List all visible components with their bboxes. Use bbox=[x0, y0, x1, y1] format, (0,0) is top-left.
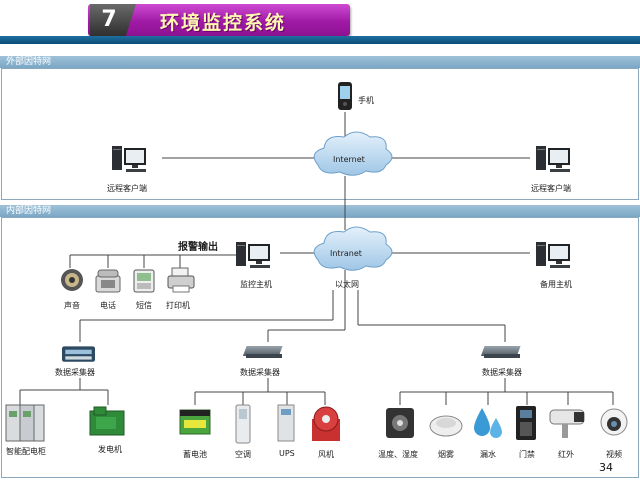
data-collector-2-icon bbox=[242, 346, 283, 358]
speaker-icon bbox=[61, 269, 83, 291]
collector-label: 数据采集器 bbox=[55, 368, 95, 377]
device-label: 风机 bbox=[318, 450, 334, 459]
internet-label: Internet bbox=[333, 155, 365, 164]
zone-internal-header: 内部因特网 bbox=[0, 205, 640, 217]
alarm-device-label: 电话 bbox=[100, 301, 116, 310]
ups-icon bbox=[277, 404, 295, 442]
alarm-device-label: 声音 bbox=[64, 301, 80, 310]
alarm-device-label: 打印机 bbox=[166, 301, 190, 310]
device-label: 空调 bbox=[235, 450, 251, 459]
telephone-icon bbox=[95, 269, 121, 293]
distribution-cabinet-icon bbox=[5, 404, 45, 442]
device-label: 蓄电池 bbox=[183, 450, 207, 459]
intranet-cloud bbox=[313, 226, 393, 271]
temperature-humidity-sensor-icon bbox=[386, 408, 414, 438]
data-collector-3-icon bbox=[480, 346, 521, 358]
device-label: 漏水 bbox=[480, 450, 496, 459]
access-control-icon bbox=[516, 406, 536, 440]
backup-host-label: 备用主机 bbox=[540, 280, 572, 289]
header-band bbox=[0, 36, 640, 44]
monitor-host-icon bbox=[236, 242, 270, 268]
mobile-phone-icon bbox=[338, 82, 352, 110]
zone-external-header: 外部因特网 bbox=[0, 56, 640, 68]
collector-label: 数据采集器 bbox=[482, 368, 522, 377]
smoke-detector-icon bbox=[429, 415, 463, 437]
external-links bbox=[162, 112, 530, 230]
alarm-device-label: 短信 bbox=[136, 301, 152, 310]
water-leak-icon bbox=[474, 408, 502, 438]
ethernet-label: 以太网 bbox=[335, 280, 359, 289]
slide-title: 环境监控系统 bbox=[160, 12, 287, 34]
internet-cloud bbox=[313, 131, 393, 176]
device-label: 发电机 bbox=[98, 445, 122, 454]
intranet-label: Intranet bbox=[330, 249, 362, 258]
remote-client-left-label: 远程客户端 bbox=[107, 184, 147, 193]
infrared-sensor-icon bbox=[549, 409, 585, 438]
printer-icon bbox=[167, 267, 195, 293]
internal-links bbox=[19, 252, 614, 405]
device-label: UPS bbox=[279, 449, 295, 458]
alarm-output-label: 报警输出 bbox=[178, 242, 218, 253]
device-label: 温度、湿度 bbox=[378, 450, 418, 459]
device-label: 烟雾 bbox=[438, 450, 454, 459]
remote-client-right-icon bbox=[536, 146, 570, 172]
sms-device-icon bbox=[133, 269, 155, 293]
zone-external bbox=[1, 68, 639, 200]
battery-icon bbox=[179, 409, 211, 435]
fan-icon bbox=[312, 406, 340, 441]
page-number: 34 bbox=[599, 461, 613, 474]
device-label: 智能配电柜 bbox=[6, 447, 46, 456]
device-label: 门禁 bbox=[519, 450, 535, 459]
data-collector-1-icon bbox=[62, 346, 95, 362]
monitor-host-label: 监控主机 bbox=[240, 280, 272, 289]
collector-label: 数据采集器 bbox=[240, 368, 280, 377]
device-label: 红外 bbox=[558, 450, 574, 459]
video-camera-icon bbox=[600, 408, 628, 436]
air-conditioner-icon bbox=[235, 404, 251, 444]
remote-client-right-label: 远程客户端 bbox=[531, 184, 571, 193]
device-label: 视频 bbox=[606, 450, 622, 459]
generator-icon bbox=[89, 406, 125, 436]
remote-client-left-icon bbox=[112, 146, 146, 172]
phone-label: 手机 bbox=[358, 96, 374, 105]
backup-host-icon bbox=[536, 242, 570, 268]
